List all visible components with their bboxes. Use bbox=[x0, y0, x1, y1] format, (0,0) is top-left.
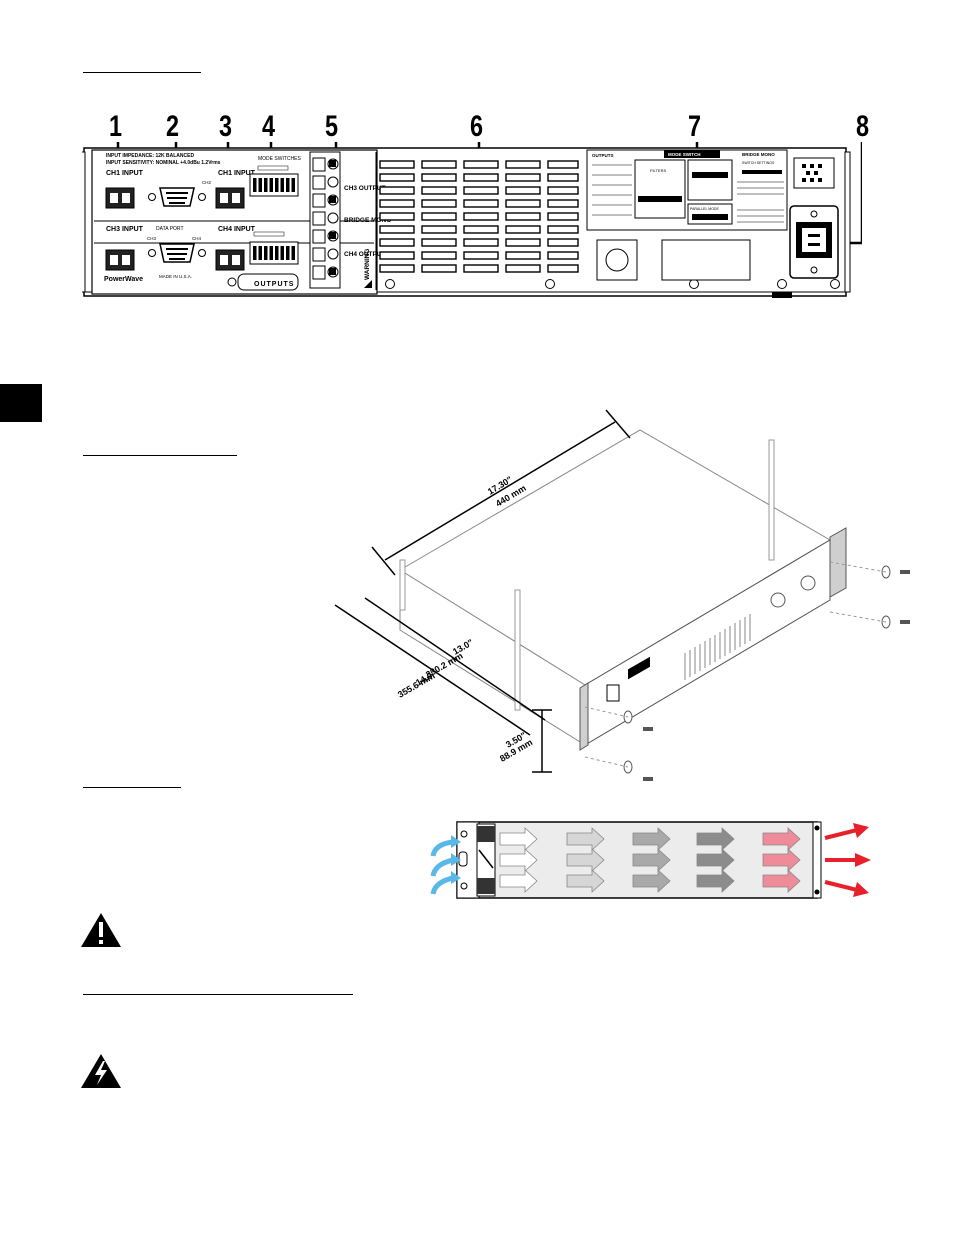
data-port-label: DATA PORT bbox=[156, 226, 184, 232]
chart-outputs-label: OUTPUTS bbox=[592, 153, 614, 158]
input-impedance-label: INPUT IMPEDANCE: 12K BALANCED bbox=[106, 153, 194, 159]
ch4-input-label: CH4 INPUT bbox=[218, 226, 256, 233]
chart-bridge-mono-label: BRIDGE MONO bbox=[742, 152, 775, 157]
made-in-label: MADE IN U.S.A. bbox=[159, 274, 192, 279]
ch3-input-label: CH3 INPUT bbox=[106, 226, 144, 233]
callout-1: 1 bbox=[109, 110, 123, 143]
ch1-input-label-b: CH1 INPUT bbox=[218, 170, 256, 177]
warning-label: WARNING bbox=[364, 249, 371, 280]
ch3-small-label: CH3 bbox=[147, 236, 156, 241]
mode-switches-label: MODE SWITCHES bbox=[258, 156, 301, 162]
rear-panel-diagram: INPUT IMPEDANCE: 12K BALANCED INPUT SENS… bbox=[82, 142, 862, 298]
chart-switch-settings-label: SWITCH SETTINGS bbox=[742, 161, 775, 165]
electric-shock-icon bbox=[81, 1054, 121, 1088]
callout-4: 4 bbox=[262, 110, 276, 143]
flow-arrows bbox=[499, 827, 801, 893]
front-logo-label: QSC bbox=[632, 680, 646, 686]
ch2-small-label: CH2 bbox=[202, 180, 211, 185]
iec-power-inlet bbox=[789, 205, 839, 279]
callout-7: 7 bbox=[688, 110, 702, 143]
ch1-input-label: CH1 INPUT bbox=[106, 170, 144, 177]
callout-8: 8 bbox=[856, 110, 870, 143]
callout-5: 5 bbox=[325, 110, 339, 143]
input-sensitivity-label: INPUT SENSITIVITY: NOMINAL +4.0dBu 1.2Vr… bbox=[106, 160, 221, 166]
callout-2: 2 bbox=[166, 110, 180, 143]
section-rule-3 bbox=[83, 787, 181, 788]
callout-6: 6 bbox=[470, 110, 484, 143]
dimension-diagram: QSC 17.30" 440 mm 13.0" 330.2 mm 14.0" 3… bbox=[334, 409, 910, 781]
ch4-output-label: CH4 OUTPUT bbox=[344, 251, 386, 258]
section-rule-4 bbox=[83, 994, 353, 995]
section-rule-1 bbox=[83, 72, 201, 73]
bridge-mono-label: BRIDGE MONO bbox=[344, 217, 391, 224]
ch4-small-label: CH4 bbox=[192, 236, 201, 241]
airflow-diagram bbox=[430, 821, 871, 899]
chapter-tab bbox=[0, 384, 42, 422]
brand-label: PowerWave bbox=[104, 276, 143, 283]
chart-parallel-label: PARALLEL MODE bbox=[690, 207, 719, 211]
panel-screws bbox=[385, 279, 840, 289]
ch3-output-label: CH3 OUTPUT bbox=[344, 185, 386, 192]
section-rule-2 bbox=[83, 455, 237, 456]
depth2-mm-label: 355.6 mm bbox=[396, 671, 437, 700]
chart-filters-label: FILTERS bbox=[650, 168, 666, 173]
outputs-label: OUTPUTS bbox=[254, 281, 294, 288]
chart-mode-switch-label: MODE SWITCH bbox=[668, 152, 701, 157]
callout-3: 3 bbox=[219, 110, 233, 143]
caution-icon bbox=[81, 913, 121, 947]
vent-slots bbox=[379, 160, 579, 273]
